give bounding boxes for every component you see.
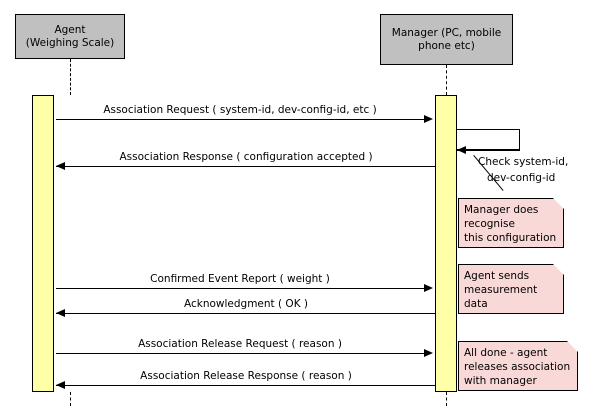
lifeline-agent-bottom xyxy=(70,392,71,406)
note3-line3: with manager xyxy=(464,375,537,387)
arrow-left-icon xyxy=(56,381,65,389)
message-label-association-response: Association Response ( configuration acc… xyxy=(119,151,373,163)
arrow-left-icon xyxy=(56,309,65,317)
note1-line1: Manager does xyxy=(464,204,539,216)
actor-manager-line1: Manager (PC, mobile xyxy=(391,26,502,39)
message-line-confirmed-event-report xyxy=(56,288,424,289)
arrow-right-icon xyxy=(424,284,433,292)
lifeline-manager xyxy=(446,65,447,95)
note-fold-icon xyxy=(553,198,564,209)
message-line-release-response xyxy=(56,385,436,386)
message-label-release-response: Association Release Response ( reason ) xyxy=(140,370,352,382)
actor-agent[interactable]: Agent (Weighing Scale) xyxy=(15,14,125,59)
lifeline-manager-bottom xyxy=(446,392,447,406)
note-fold-icon xyxy=(553,264,564,275)
activation-agent xyxy=(32,95,54,392)
actor-manager[interactable]: Manager (PC, mobile phone etc) xyxy=(380,14,513,65)
arrow-left-icon xyxy=(56,162,65,170)
self-message-box xyxy=(457,129,520,150)
arrow-left-self-icon xyxy=(457,146,466,154)
note-all-done-release: All done - agent releases association wi… xyxy=(458,341,578,391)
activation-manager xyxy=(435,95,457,392)
note-fold-icon xyxy=(567,341,578,352)
note2-line2: measurement xyxy=(464,284,538,296)
message-line-association-response xyxy=(56,166,436,167)
note1-line2: recognise xyxy=(464,218,515,230)
message-label-association-request: Association Request ( system-id, dev-con… xyxy=(103,104,377,116)
actor-agent-line2: (Weighing Scale) xyxy=(25,36,115,49)
message-line-acknowledgment xyxy=(56,313,436,314)
actor-agent-line1: Agent xyxy=(54,23,86,36)
message-line-release-request xyxy=(56,353,424,354)
note1-line3: this configuration xyxy=(464,232,557,244)
note-manager-recognises: Manager does recognise this configuratio… xyxy=(458,198,564,248)
note2-line1: Agent sends xyxy=(464,270,530,282)
note-agent-sends-measurement: Agent sends measurement data xyxy=(458,264,564,314)
message-label-release-request: Association Release Request ( reason ) xyxy=(138,338,342,350)
arrow-right-icon xyxy=(424,349,433,357)
note2-line3: data xyxy=(464,298,488,310)
note3-line2: releases association xyxy=(464,361,571,373)
lifeline-agent xyxy=(70,59,71,95)
actor-manager-line2: phone etc) xyxy=(418,39,475,52)
arrow-right-icon xyxy=(424,115,433,123)
message-label-acknowledgment: Acknowledgment ( OK ) xyxy=(183,298,309,310)
self-action-label-line1: Check system-id, xyxy=(478,156,569,168)
note3-line1: All done - agent xyxy=(464,347,548,359)
self-message-return-line xyxy=(457,150,520,151)
message-line-association-request xyxy=(56,119,424,120)
self-action-label-line2: dev-config-id xyxy=(487,172,556,184)
message-label-confirmed-event-report: Confirmed Event Report ( weight ) xyxy=(150,273,330,285)
